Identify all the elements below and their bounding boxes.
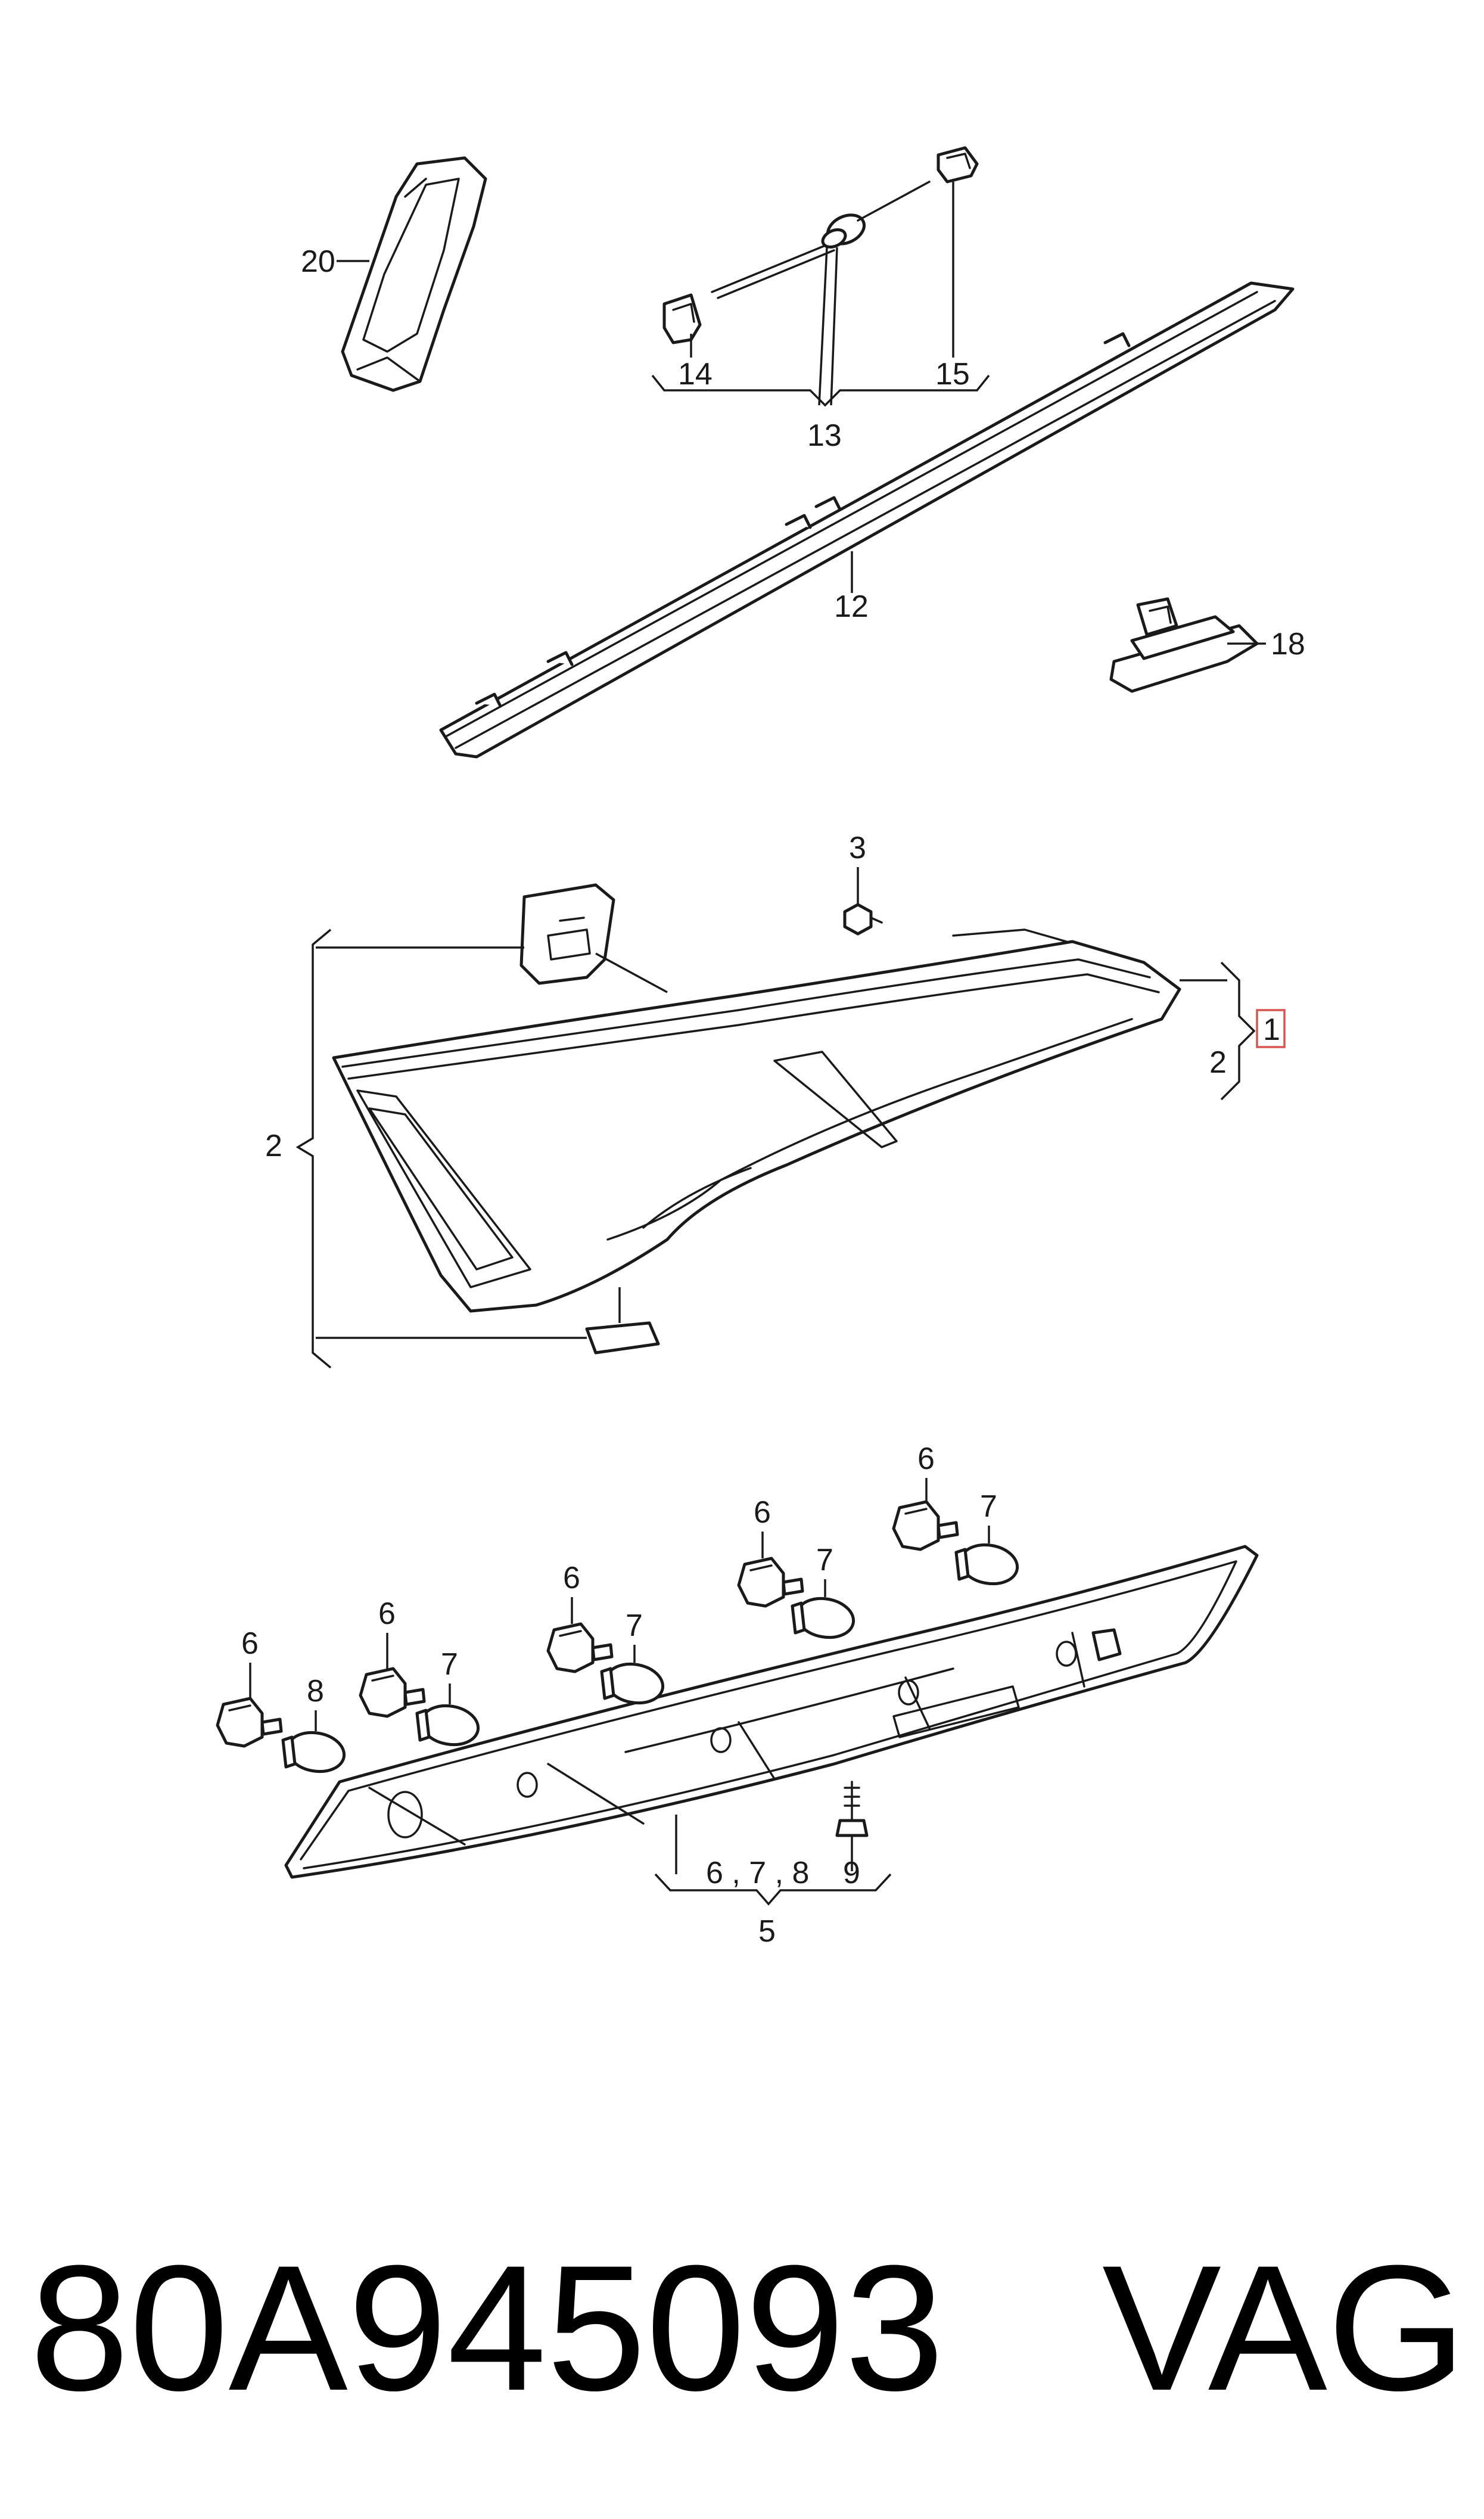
callout-20: 20 bbox=[301, 244, 335, 279]
callout-14: 14 bbox=[678, 357, 713, 392]
callout-13: 13 bbox=[807, 418, 842, 453]
part-12-light-strip bbox=[439, 281, 1295, 759]
callout-7-b: 7 bbox=[626, 1608, 643, 1643]
callout-2-right: 2 bbox=[1209, 1045, 1227, 1080]
part-3-nut bbox=[843, 903, 883, 936]
part-5-bulb-carrier bbox=[284, 1545, 1259, 1879]
brand-label: VAG bbox=[1102, 2228, 1466, 2428]
part-7-bulb-c bbox=[791, 1596, 855, 1639]
callout-15: 15 bbox=[935, 357, 970, 392]
part-7-bulb-a bbox=[415, 1704, 480, 1747]
callout-18: 18 bbox=[1271, 627, 1305, 661]
callout-5: 5 bbox=[758, 1914, 776, 1949]
callout-7-c: 7 bbox=[816, 1543, 833, 1577]
part-2-clip-top bbox=[519, 883, 615, 985]
part-13-wiring-harness bbox=[711, 181, 931, 299]
callout-2-left: 2 bbox=[265, 1129, 282, 1163]
part-6-socket-b bbox=[359, 1667, 426, 1718]
part-9-screw bbox=[835, 1781, 869, 1837]
part-6-socket-a bbox=[216, 1697, 283, 1748]
part-6-socket-c bbox=[546, 1622, 614, 1673]
callout-8: 8 bbox=[307, 1674, 324, 1709]
callout-6-d: 6 bbox=[754, 1495, 771, 1530]
callout-6-b: 6 bbox=[378, 1596, 396, 1631]
callout-7-d: 7 bbox=[980, 1489, 997, 1524]
callout-6-7-8: 6 , 7 , 8 bbox=[706, 1856, 809, 1890]
part-7-bulb-d bbox=[954, 1543, 1019, 1586]
part-6-socket-d bbox=[737, 1557, 804, 1608]
part-15-plug bbox=[937, 146, 979, 184]
part-8-bulb bbox=[281, 1731, 346, 1773]
callout-3: 3 bbox=[849, 831, 866, 865]
callout-6-c: 6 bbox=[563, 1561, 580, 1595]
callout-6-a: 6 bbox=[241, 1626, 259, 1661]
part-14-connector bbox=[662, 293, 702, 344]
part-1-tail-lamp bbox=[332, 928, 1181, 1313]
part-number: 80A945093 bbox=[30, 2228, 944, 2428]
callout-9: 9 bbox=[843, 1856, 860, 1890]
callout-12: 12 bbox=[834, 589, 869, 624]
callout-1: 1 bbox=[1263, 1012, 1280, 1047]
highlight-box-1 bbox=[1256, 1009, 1286, 1048]
part-6-socket-e bbox=[892, 1500, 959, 1551]
part-7-bulb-b bbox=[600, 1662, 665, 1705]
part-20-reflector bbox=[341, 156, 487, 392]
part-2-pad-bottom bbox=[585, 1321, 660, 1355]
callout-6-e: 6 bbox=[917, 1442, 935, 1476]
part-18-plate-lamp bbox=[1109, 597, 1259, 693]
callout-7-a: 7 bbox=[441, 1647, 458, 1682]
